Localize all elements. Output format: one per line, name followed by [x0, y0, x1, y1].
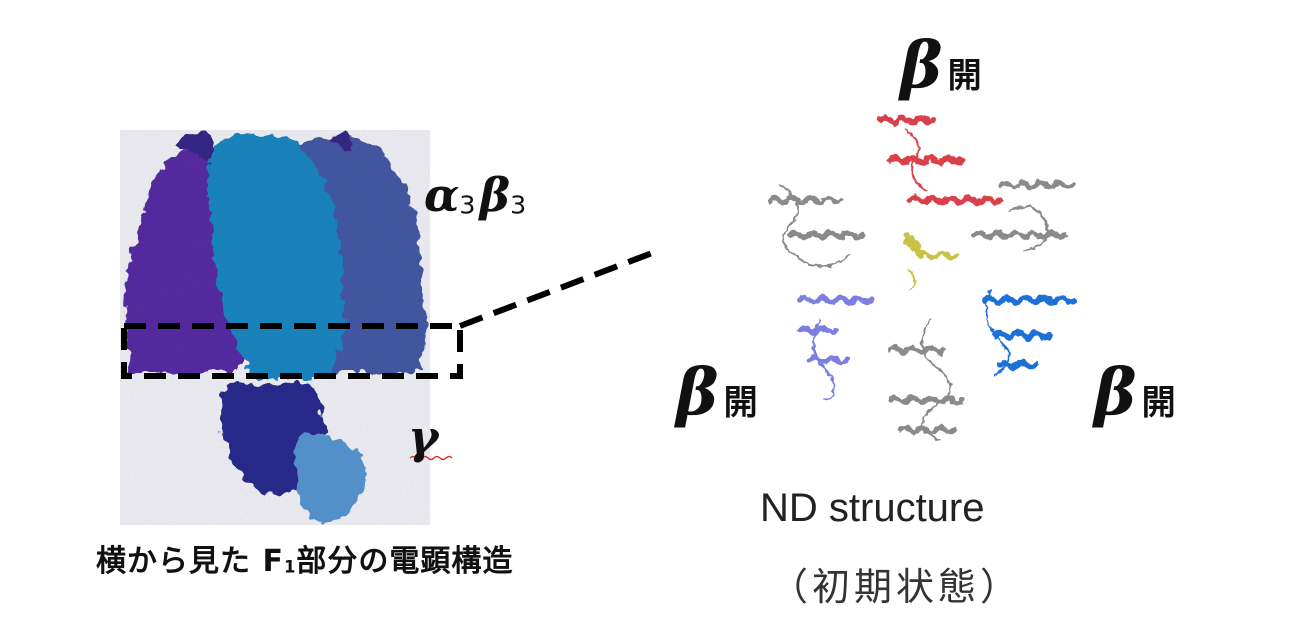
beta-top-symbol: β	[900, 28, 943, 103]
left-caption-post: 部分の電顕構造	[296, 544, 514, 579]
beta-subscript: 3	[510, 190, 527, 220]
beta-top-kanji: 開	[947, 56, 982, 96]
alpha-symbol: α	[424, 168, 460, 222]
connector-line	[458, 247, 662, 329]
beta-open-top: β 開	[900, 28, 982, 103]
nd-structure-subtitle: （初期状態）	[770, 565, 1023, 609]
ribbon-lower-right-blue	[982, 289, 1078, 376]
beta-open-right: β 開	[1094, 355, 1176, 430]
left-caption-pre: 横から見た F	[96, 544, 284, 579]
ribbon-lower-left-lilac	[797, 295, 875, 401]
nd-structure	[767, 114, 1078, 441]
ribbon-center-yellow	[902, 232, 959, 291]
gamma-label: γ	[408, 410, 439, 464]
ribbon-top-red	[877, 114, 1003, 206]
ribbon-upper-left-gray	[767, 184, 865, 268]
ribbon-upper-right-gray	[972, 180, 1075, 251]
beta-right-kanji: 開	[1141, 383, 1176, 423]
left-caption-subscript: 1	[283, 557, 297, 577]
alpha3-beta3-label: α3β3	[424, 168, 526, 222]
beta-open-left: β 開	[676, 355, 758, 430]
alpha-subscript: 3	[459, 190, 476, 220]
beta-left-symbol: β	[676, 355, 719, 430]
gamma-squiggle	[409, 455, 453, 461]
beta-left-kanji: 開	[723, 383, 758, 423]
beta-symbol: β	[479, 168, 511, 222]
beta-right-symbol: β	[1094, 355, 1137, 430]
nd-structure-title: ND structure	[760, 486, 985, 530]
selection-box	[121, 323, 463, 379]
left-caption: 横から見た F1部分の電顕構造	[96, 536, 513, 580]
ribbon-bottom-gray	[887, 319, 965, 441]
